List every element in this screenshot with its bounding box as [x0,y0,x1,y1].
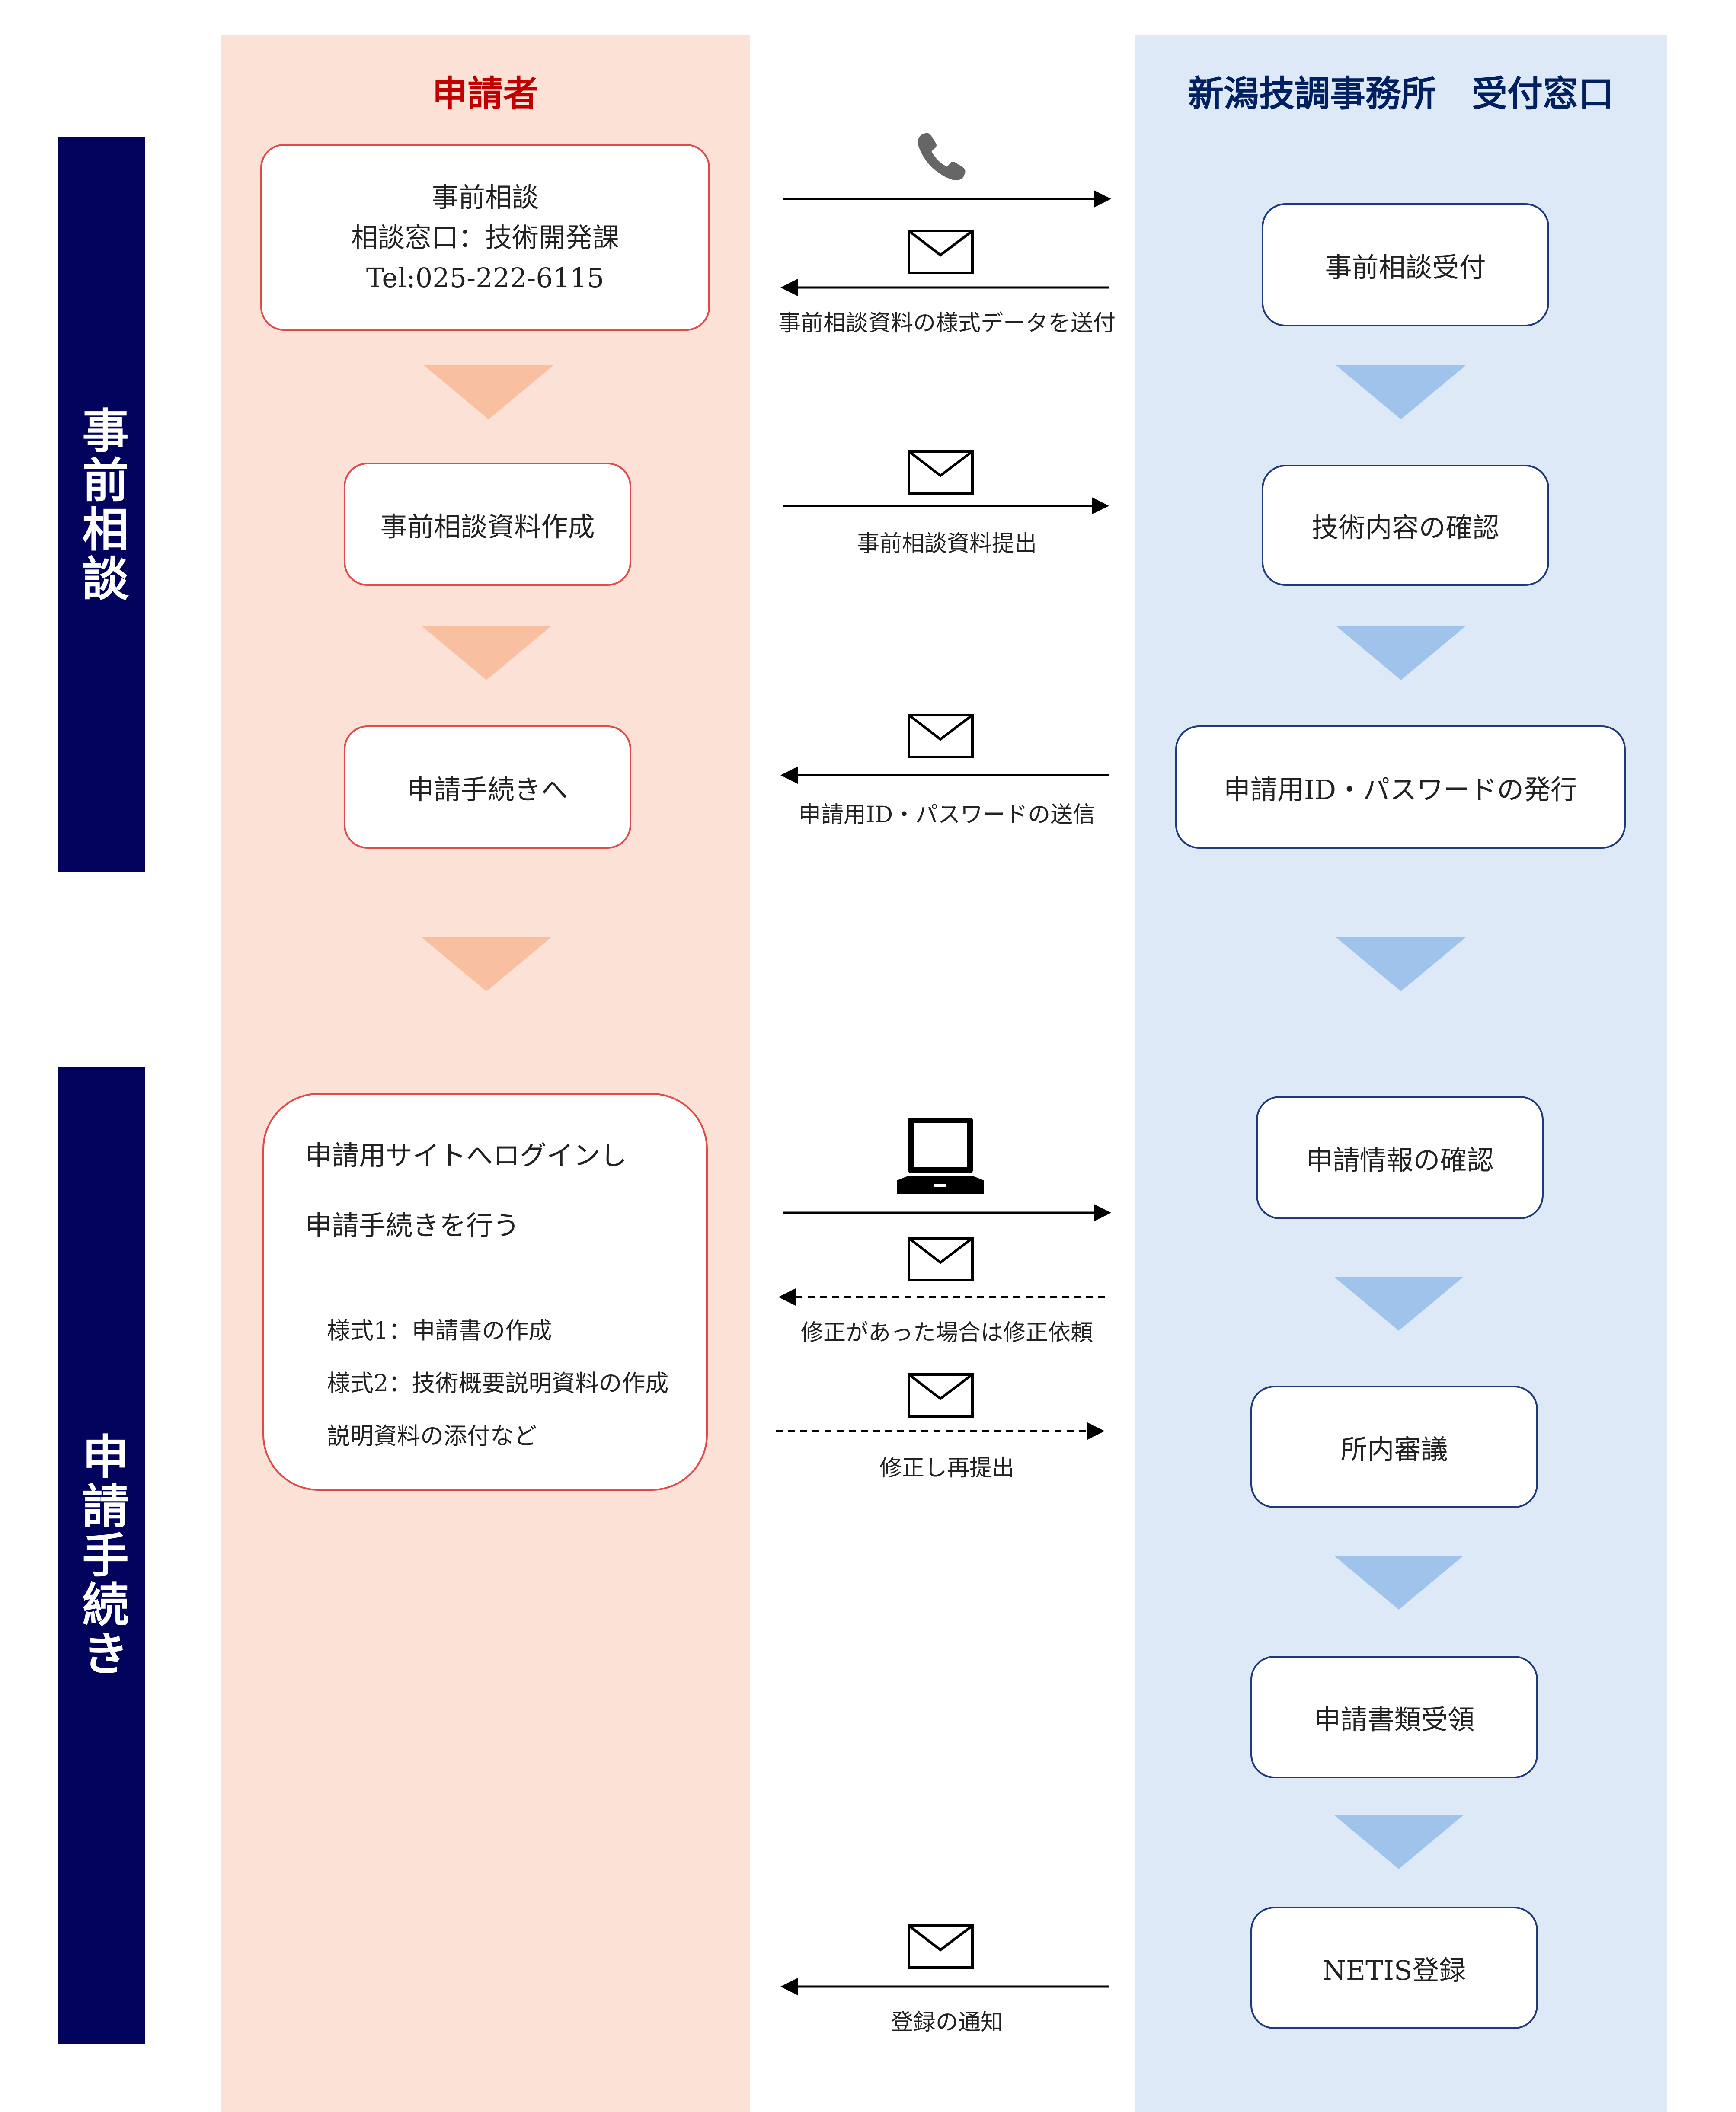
review-box: 所内審議 [1250,1386,1538,1508]
label-revision-request: 修正があった場合は修正依頼 [800,1320,1093,1346]
phone-icon [918,133,966,180]
envelope-icon [908,1924,974,1969]
arrowhead [780,767,798,784]
envelope-icon [908,230,974,274]
info-check-label: 申請情報の確認 [1306,1144,1494,1176]
flow-arrow-down [1334,1277,1464,1331]
phase-label-consult: 事前相談 [74,406,129,604]
id-issue-box: 申請用ID・パスワードの発行 [1175,725,1626,849]
arrowhead [1092,497,1109,514]
netis-label: NETIS登録 [1322,1954,1466,1986]
consult-accept-box: 事前相談受付 [1262,203,1549,326]
flow-arrow-down [1336,937,1466,991]
arrowhead [778,1288,796,1306]
flow-arrow-down [422,937,551,991]
arrowhead [1087,1422,1105,1440]
id-issue-label: 申請用ID・パスワードの発行 [1223,773,1578,805]
tech-check-box: 技術内容の確認 [1262,465,1549,586]
label-send-id: 申請用ID・パスワードの送信 [798,802,1096,828]
label-notify: 登録の通知 [890,2010,1003,2035]
application-sub-1: 様式1：申請書の作成 [327,1317,552,1344]
flow-arrow-down [422,626,551,680]
label-send-format: 事前相談資料の様式データを送付 [778,310,1116,336]
consult-box-phone: Tel:025-222-6115 [366,262,604,294]
flow-arrow-down [1336,365,1466,419]
flow-arrow-down [424,365,553,419]
flow-arrow-down [1334,1556,1464,1610]
to-procedure-box: 申請手続きへ [344,725,631,849]
envelope-icon [908,450,974,495]
laptop-icon [897,1118,984,1194]
application-main-2: 申請手続きを行う [305,1210,520,1241]
prepare-docs-label: 事前相談資料作成 [380,511,595,543]
phase-label-procedure: 申請手続き [74,1432,129,1679]
envelope-icon [908,1373,974,1418]
receipt-box: 申請書類受領 [1250,1656,1538,1778]
receipt-label: 申請書類受領 [1314,1703,1475,1735]
application-sub-2: 様式2：技術概要説明資料の作成 [327,1370,669,1397]
application-sub-3: 説明資料の添付など [327,1422,537,1450]
to-procedure-label: 申請手続きへ [407,773,568,805]
envelope-icon [908,714,974,758]
arrowhead [1094,190,1111,208]
flow-arrow-down [1334,1815,1464,1869]
applicant-lane-title: 申請者 [432,73,539,115]
application-main-1: 申請用サイトへログインし [305,1140,627,1171]
tech-check-label: 技術内容の確認 [1311,512,1499,543]
envelope-icon [908,1237,974,1281]
label-resubmit: 修正し再提出 [879,1455,1014,1481]
consult-box-title: 事前相談 [431,181,539,213]
consult-box-contact: 相談窓口：技術開発課 [351,221,619,253]
arrowhead [780,1978,798,1995]
info-check-box: 申請情報の確認 [1256,1096,1544,1219]
consult-box: 事前相談 相談窓口：技術開発課 Tel:025-222-6115 [260,144,710,331]
review-label: 所内審議 [1340,1433,1448,1465]
phase-band-procedure: 申請手続き [58,1067,145,2044]
application-box: 申請用サイトへログインし 申請手続きを行う 様式1：申請書の作成 様式2：技術概… [262,1093,708,1491]
consult-accept-label: 事前相談受付 [1325,251,1486,283]
office-lane-title: 新潟技調事務所 受付窓口 [1188,73,1614,115]
arrowhead [1094,1204,1111,1221]
prepare-docs-box: 事前相談資料作成 [344,463,631,586]
arrowhead [780,279,798,296]
netis-box: NETIS登録 [1250,1907,1538,2029]
label-submit-docs: 事前相談資料提出 [857,531,1037,557]
flow-arrow-down [1336,626,1466,680]
phase-band-consult: 事前相談 [58,137,145,872]
